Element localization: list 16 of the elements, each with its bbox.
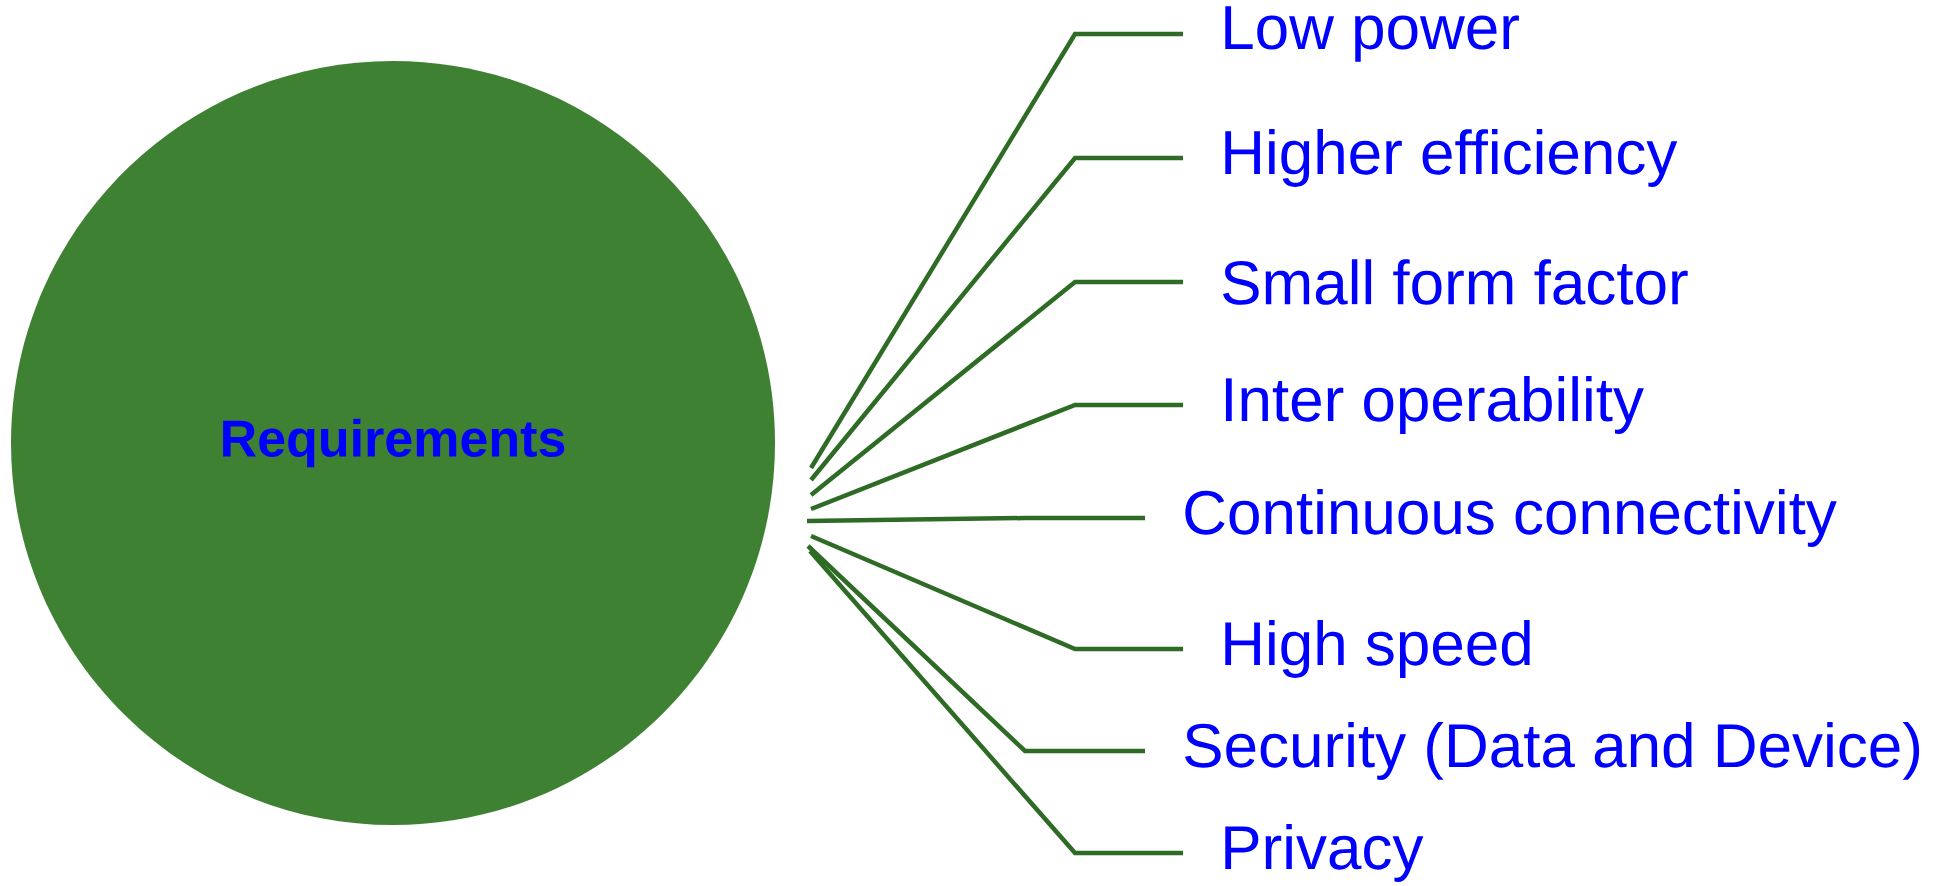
requirement-label: Higher efficiency: [1225, 129, 1678, 187]
requirement-label: High speed: [1225, 620, 1530, 678]
requirement-label: Small form factor: [1223, 259, 1688, 305]
connector-line: [806, 544, 1145, 754]
connector-line: [810, 533, 1183, 652]
connector-line: [806, 515, 1145, 524]
connector-line: [809, 31, 1183, 470]
connector-line: [809, 279, 1183, 497]
requirement-label: Low power: [1225, 6, 1519, 62]
requirement-label: Privacy: [1225, 824, 1424, 882]
connector-line: [809, 155, 1183, 482]
connector-line: [808, 549, 1183, 856]
requirement-label: Security (Data and Device): [1185, 722, 1920, 780]
requirement-label: Inter operability: [1225, 376, 1644, 434]
connector-line: [810, 402, 1183, 512]
requirement-label: Continuous connectivity: [1185, 489, 1837, 547]
